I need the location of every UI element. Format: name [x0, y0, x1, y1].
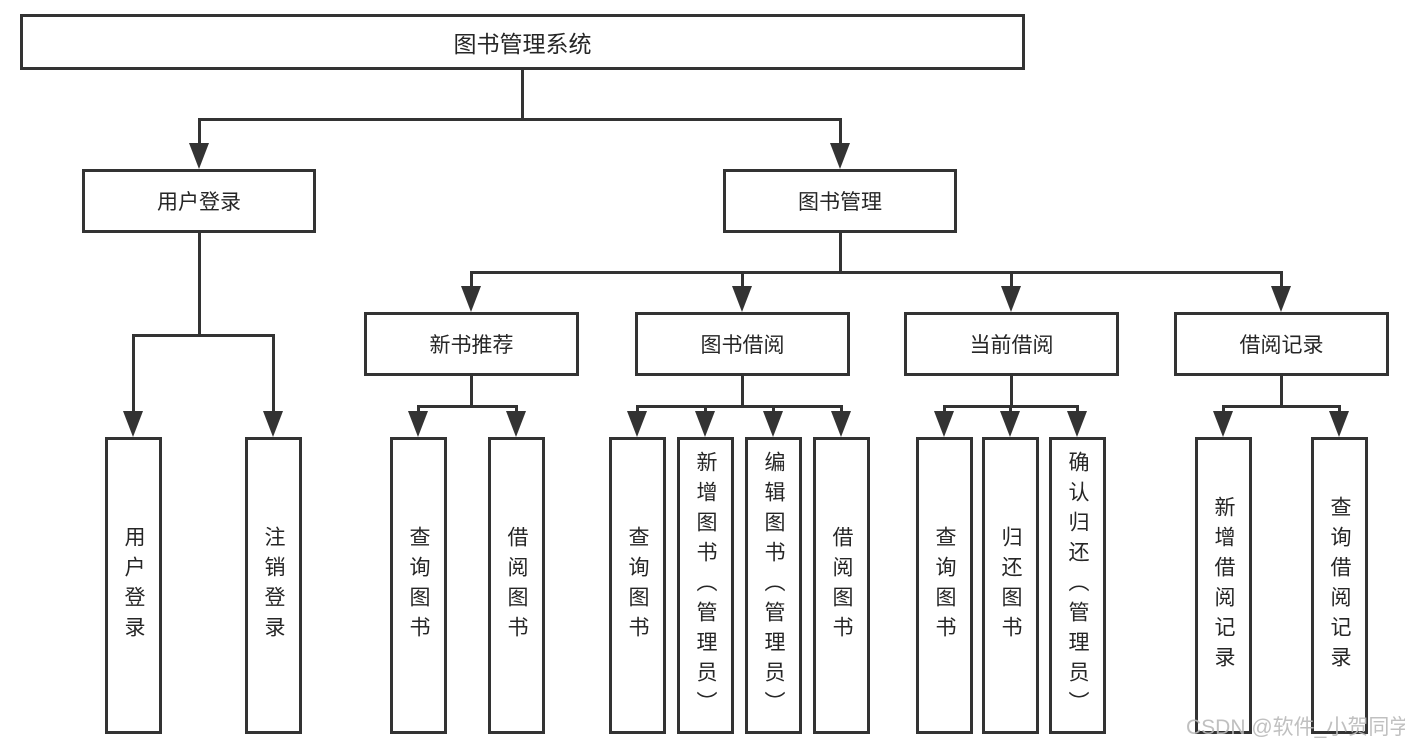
arrow-down-icon: [831, 411, 851, 437]
leaf-current-return-books: 归还图书: [982, 437, 1039, 734]
node-label: 用户登录: [157, 191, 241, 214]
connector: [515, 405, 518, 415]
connector: [470, 271, 1282, 274]
node-current-borrowing: 当前借阅: [904, 312, 1119, 376]
node-label: 编辑图书（管理员）: [762, 450, 785, 721]
connector: [943, 405, 946, 415]
arrow-down-icon: [934, 411, 954, 437]
node-label: 借阅图书: [830, 525, 853, 646]
arrow-down-icon: [1271, 286, 1291, 312]
connector: [417, 405, 518, 408]
connector: [470, 376, 473, 407]
arrow-down-icon: [123, 411, 143, 437]
connector: [636, 405, 842, 408]
leaf-recommend-query-books: 查询图书: [390, 437, 447, 734]
node-label: 用户登录: [122, 525, 145, 646]
arrow-down-icon: [263, 411, 283, 437]
arrow-down-icon: [1001, 286, 1021, 312]
connector: [417, 405, 420, 415]
connector: [132, 334, 135, 413]
node-label: 查询借阅记录: [1328, 495, 1351, 676]
connector: [1222, 405, 1225, 415]
node-label: 当前借阅: [969, 334, 1054, 357]
leaf-borrow-add-book-admin: 新增图书（管理员）: [677, 437, 734, 734]
leaf-records-query-record: 查询借阅记录: [1311, 437, 1368, 734]
connector: [839, 233, 842, 274]
arrow-down-icon: [732, 286, 752, 312]
leaf-borrow-query-books: 查询图书: [609, 437, 666, 734]
connector: [272, 334, 275, 413]
node-label: 新增借阅记录: [1212, 495, 1235, 676]
node-root-system: 图书管理系统: [20, 14, 1025, 70]
arrow-down-icon: [506, 411, 526, 437]
arrow-down-icon: [1329, 411, 1349, 437]
connector: [636, 405, 639, 415]
arrow-down-icon: [695, 411, 715, 437]
leaf-user-login: 用户登录: [105, 437, 162, 734]
connector: [198, 118, 842, 121]
node-label: 确认归还（管理员）: [1066, 450, 1089, 721]
leaf-recommend-borrow-books: 借阅图书: [488, 437, 545, 734]
node-label: 图书管理系统: [453, 31, 592, 57]
connector: [839, 118, 842, 146]
leaf-borrow-borrow-books: 借阅图书: [813, 437, 870, 734]
csdn-watermark: CSDN @软件_小贺同学: [1186, 716, 1405, 739]
connector: [1338, 405, 1341, 415]
arrow-down-icon: [763, 411, 783, 437]
node-label: 新书推荐: [429, 334, 514, 357]
connector: [198, 233, 201, 336]
connector: [741, 376, 744, 407]
node-book-borrowing: 图书借阅: [635, 312, 850, 376]
leaf-current-confirm-return-admin: 确认归还（管理员）: [1049, 437, 1106, 734]
leaf-borrow-edit-book-admin: 编辑图书（管理员）: [745, 437, 802, 734]
node-label: 借阅记录: [1239, 334, 1324, 357]
connector: [521, 70, 524, 118]
connector: [1222, 405, 1341, 408]
connector: [840, 405, 843, 415]
leaf-logout: 注销登录: [245, 437, 302, 734]
connector: [704, 405, 707, 415]
connector: [1010, 376, 1013, 407]
node-label: 归还图书: [999, 525, 1022, 646]
node-label: 借阅图书: [505, 525, 528, 646]
arrow-down-icon: [830, 143, 850, 169]
node-label: 注销登录: [262, 525, 285, 646]
node-label: 新增图书（管理员）: [694, 450, 717, 721]
arrow-down-icon: [1067, 411, 1087, 437]
connector: [1280, 376, 1283, 407]
connector: [1009, 405, 1012, 415]
arrow-down-icon: [1000, 411, 1020, 437]
node-borrowing-records: 借阅记录: [1174, 312, 1389, 376]
connector: [1280, 271, 1283, 288]
connector: [772, 405, 775, 415]
arrow-down-icon: [461, 286, 481, 312]
node-label: 查询图书: [933, 525, 956, 646]
connector: [198, 118, 201, 146]
connector: [1076, 405, 1079, 415]
node-label: 查询图书: [407, 525, 430, 646]
connector: [470, 271, 473, 288]
connector: [132, 334, 275, 337]
node-new-book-recommend: 新书推荐: [364, 312, 579, 376]
arrow-down-icon: [627, 411, 647, 437]
connector: [741, 271, 744, 288]
connector: [1010, 271, 1013, 288]
arrow-down-icon: [1213, 411, 1233, 437]
arrow-down-icon: [189, 143, 209, 169]
leaf-records-add-record: 新增借阅记录: [1195, 437, 1252, 734]
node-book-management: 图书管理: [723, 169, 957, 233]
node-user-login: 用户登录: [82, 169, 316, 233]
node-label: 图书借阅: [700, 334, 785, 357]
arrow-down-icon: [408, 411, 428, 437]
node-label: 图书管理: [798, 191, 882, 214]
leaf-current-query-books: 查询图书: [916, 437, 973, 734]
node-label: 查询图书: [626, 525, 649, 646]
